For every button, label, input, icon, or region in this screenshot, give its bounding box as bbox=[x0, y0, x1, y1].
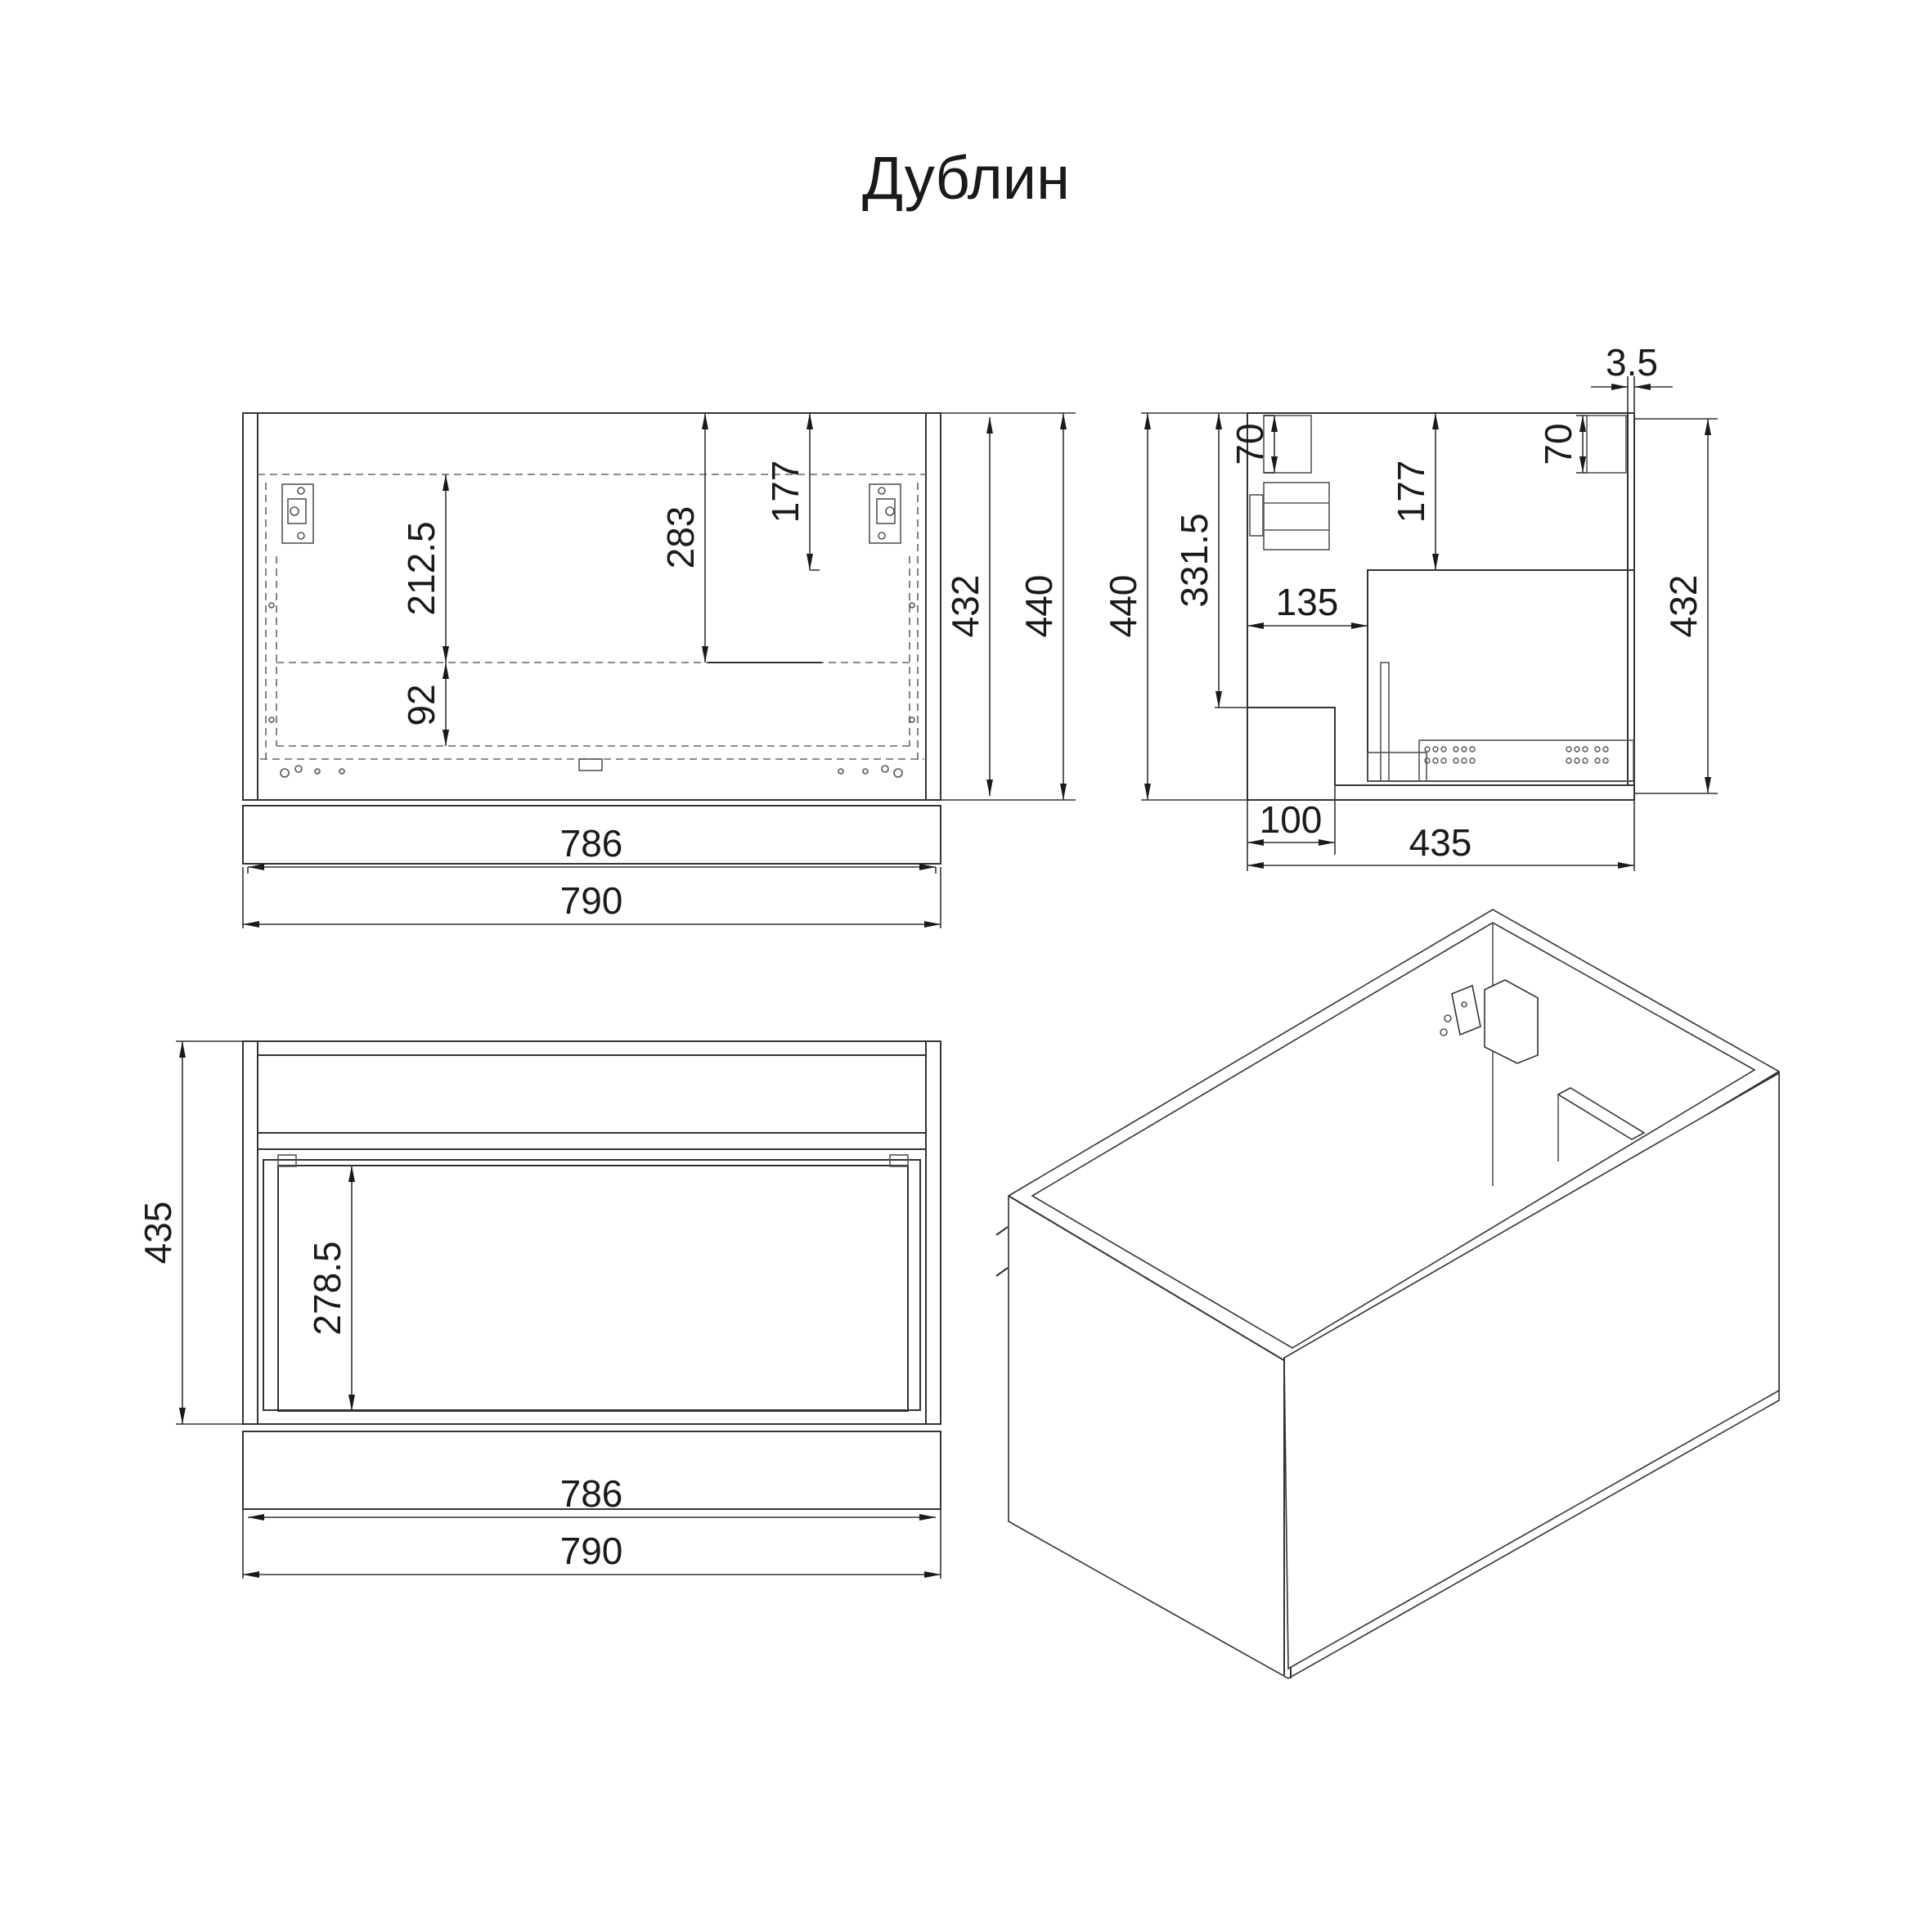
dim-side-70-left: 70 bbox=[1229, 423, 1271, 465]
dim-side-70-right: 70 bbox=[1537, 423, 1579, 465]
iso-drawer-front bbox=[1283, 1072, 1780, 1670]
dim-top-786: 786 bbox=[560, 1472, 623, 1515]
hinge-left bbox=[281, 483, 314, 544]
dim-front-440: 440 bbox=[1018, 575, 1060, 638]
dim-top-435: 435 bbox=[137, 1202, 179, 1265]
dim-front-432: 432 bbox=[944, 575, 986, 638]
dim-side-440: 440 bbox=[1102, 575, 1144, 638]
dim-front-92: 92 bbox=[400, 684, 443, 726]
dim-top-278-5: 278.5 bbox=[306, 1241, 348, 1335]
top-drawer-front bbox=[242, 1431, 941, 1510]
dim-top-790: 790 bbox=[560, 1530, 623, 1572]
top-view: 435 278.5 786 790 bbox=[137, 1040, 941, 1579]
drawer-slide bbox=[1418, 739, 1634, 782]
rail-block-right bbox=[1586, 415, 1627, 474]
side-inner-box bbox=[1367, 569, 1635, 782]
bottom-fittings bbox=[280, 758, 903, 778]
dim-side-135: 135 bbox=[1276, 581, 1339, 623]
dim-front-283: 283 bbox=[659, 506, 702, 569]
front-cabinet-outline bbox=[242, 412, 941, 801]
drawing-title: Дублин bbox=[861, 144, 1070, 212]
top-drawer-box bbox=[277, 1165, 909, 1412]
front-view: 432 440 212.5 92 283 177 786 790 bbox=[242, 412, 1076, 928]
dim-front-212-5: 212.5 bbox=[400, 521, 443, 615]
side-view: 440 331.5 70 177 70 432 135 100 435 3.5 bbox=[1102, 341, 1718, 871]
dim-side-435: 435 bbox=[1409, 821, 1472, 864]
dim-side-100: 100 bbox=[1260, 798, 1323, 841]
dim-front-786: 786 bbox=[560, 822, 623, 865]
hinge-right bbox=[869, 483, 901, 544]
dim-side-177: 177 bbox=[1390, 461, 1432, 523]
dim-side-3-5: 3.5 bbox=[1606, 341, 1658, 384]
top-cabinet-outline bbox=[242, 1040, 941, 1425]
dim-front-177: 177 bbox=[764, 461, 806, 523]
rail-block-left bbox=[1263, 415, 1312, 474]
isometric-view bbox=[995, 909, 1780, 1679]
dim-side-432: 432 bbox=[1662, 575, 1705, 638]
side-hinge bbox=[1249, 482, 1330, 550]
dim-side-331-5: 331.5 bbox=[1173, 513, 1215, 607]
dim-front-790: 790 bbox=[560, 879, 623, 922]
iso-hinge bbox=[1440, 979, 1539, 1064]
